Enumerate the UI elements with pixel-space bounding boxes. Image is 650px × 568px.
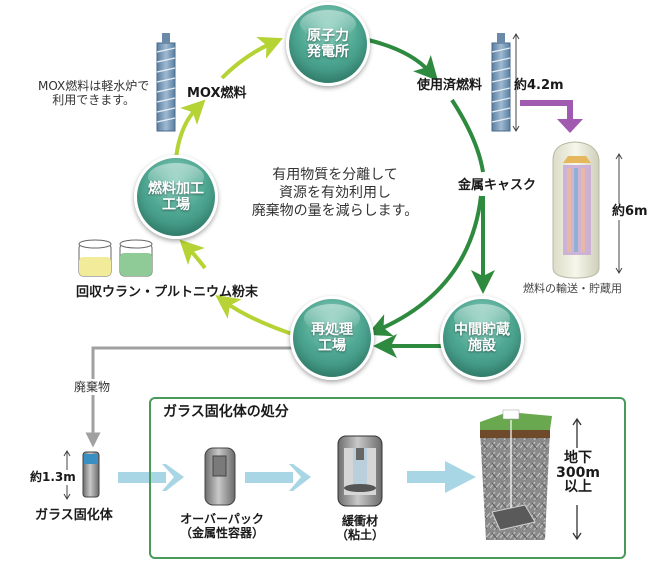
mox-note-line: MOX燃料は軽水炉で	[38, 79, 150, 93]
waste-line	[85, 346, 298, 448]
uranium-beaker-icon	[78, 239, 112, 277]
buffer-label-line: 緩衝材	[341, 514, 378, 528]
buffer-label: 緩衝材 （粘土）	[330, 514, 390, 543]
spent-fuel-assembly-icon	[491, 33, 511, 132]
depth-dimension-icon	[572, 417, 582, 541]
center-description: 有用物質を分離して 資源を有効利用し 廃棄物の量を減らします。	[240, 166, 430, 221]
spent-fuel-length-label: 約4.2m	[514, 78, 564, 93]
metal-cask-icon	[552, 141, 600, 279]
metal-cask-label: 金属キャスク	[458, 178, 537, 194]
arrow-spent-fuel-to-cask	[450, 98, 485, 173]
spent-fuel-label: 使用済燃料	[417, 78, 483, 93]
node-nuclear-power-plant: 原子力 発電所	[286, 2, 370, 86]
length-dimension-icon	[512, 33, 520, 132]
cask-height-label: 約6m	[612, 204, 648, 220]
mox-note: MOX燃料は軽水炉で 利用できます。	[38, 79, 149, 108]
process-arrow-1	[118, 464, 184, 491]
node-label: 燃料加工 工場	[148, 180, 204, 213]
arrow-reprocessing-to-powder	[215, 294, 299, 338]
mox-fuel-label: MOX燃料	[187, 86, 247, 101]
process-arrow-3	[407, 461, 476, 493]
node-fuel-fabrication-plant: 燃料加工 工場	[134, 155, 218, 239]
arrow-plant-to-spent-fuel	[367, 38, 439, 81]
plutonium-beaker-icon	[119, 239, 153, 277]
overpack-label-line: （金属性容器）	[179, 526, 264, 541]
depth-label-line: 300m	[556, 464, 600, 481]
disposal-title: ガラス固化体の処分	[163, 404, 289, 420]
node-label: 再処理 工場	[311, 321, 353, 354]
node-interim-storage: 中間貯蔵 施設	[440, 296, 524, 380]
arrow-fabrication-to-mox	[174, 99, 206, 159]
depth-label-line: 以上	[564, 479, 592, 496]
geological-repository-icon	[480, 409, 552, 540]
glass-height-label: 約1.3m	[30, 470, 76, 484]
buffer-label-line: （粘土）	[335, 528, 384, 543]
node-label: 中間貯蔵 施設	[454, 321, 510, 354]
node-label: 原子力 発電所	[307, 27, 349, 60]
purple-arrow	[520, 100, 573, 120]
mox-fuel-assembly-icon	[156, 33, 176, 132]
overpack-icon	[204, 447, 236, 506]
depth-label: 地下 300m 以上	[556, 451, 600, 495]
arrow-mox-to-plant	[220, 36, 283, 80]
center-description-line: 有用物質を分離して	[272, 167, 398, 183]
center-description-line: 廃棄物の量を減らします。	[251, 203, 419, 220]
waste-label: 廃棄物	[74, 379, 111, 396]
canister-height-dimension-icon	[63, 450, 71, 500]
vitrified-waste-label: ガラス固化体	[35, 508, 113, 523]
node-reprocessing-plant: 再処理 工場	[290, 296, 374, 380]
vitrified-waste-canister-icon	[82, 451, 100, 498]
cask-caption: 燃料の輸送・貯蔵用	[523, 282, 622, 295]
arrow-cask-to-reprocessing	[366, 195, 483, 337]
overpack-label-line: オーバーパック	[180, 512, 264, 526]
depth-label-line: 地下	[564, 450, 592, 466]
disposal-panel	[149, 397, 626, 559]
buffer-material-icon	[337, 435, 383, 507]
overpack-label: オーバーパック （金属性容器）	[174, 512, 270, 541]
mox-note-line: 利用できます。	[52, 93, 136, 108]
process-arrow-2	[245, 464, 311, 491]
arrow-powder-to-fabrication	[179, 239, 207, 270]
center-description-line: 資源を有効利用し	[279, 185, 391, 202]
recovered-powder-label: 回収ウラン・プルトニウム粉末	[76, 285, 259, 300]
